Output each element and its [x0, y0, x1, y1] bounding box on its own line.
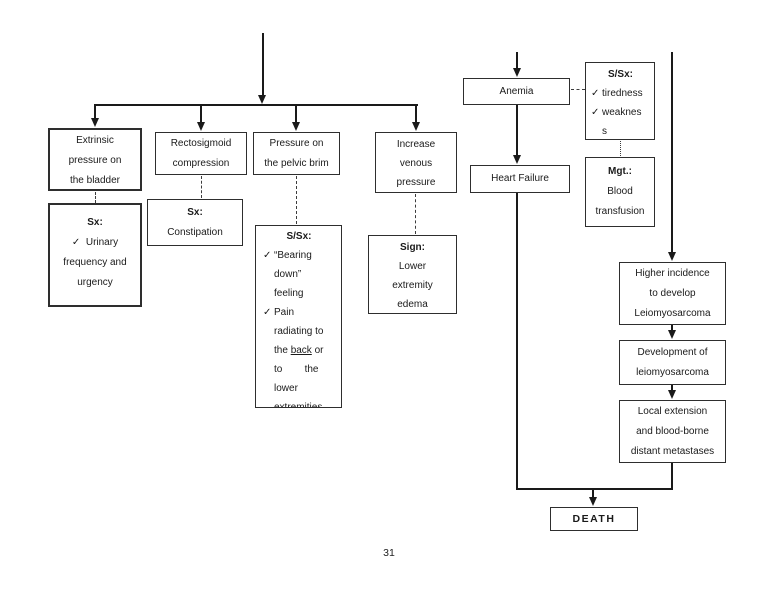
arrowhead-to-increase-venous — [411, 122, 420, 131]
line-to-extrinsic — [94, 104, 96, 118]
node-heart-failure: Heart Failure — [470, 165, 570, 193]
arrowhead-to-pelvic-brim — [291, 122, 300, 131]
sx-urinary-item: ✓ Urinary frequency and urgency — [63, 237, 127, 288]
pain-text-before: Pain radiating to the — [274, 307, 324, 356]
node-development-leiomyosarcoma: Development of leiomyosarcoma — [619, 340, 726, 385]
pain-text: Pain radiating to the back or to the low… — [274, 307, 324, 408]
sx-urinary-title: Sx: — [87, 217, 103, 228]
heart-failure-label: Heart Failure — [491, 173, 549, 184]
weakness-text: weaknes s — [602, 107, 642, 137]
check-icon: ✓ — [591, 107, 600, 118]
line-to-pelvic-brim — [295, 104, 297, 122]
line-to-increase-venous — [415, 104, 417, 122]
node-local-extension-metastases: Local extension and blood-borne distant … — [619, 400, 726, 463]
rectosigmoid-text: Rectosigmoid compression — [170, 138, 232, 169]
node-sx-urinary: Sx: ✓ Urinary frequency and urgency — [48, 203, 142, 307]
development-text: Development of leiomyosarcoma — [636, 347, 709, 378]
increase-venous-text: Increase venous pressure — [396, 139, 436, 188]
line-into-death — [592, 488, 594, 497]
ssx-pelvic-title: S/Sx: — [286, 231, 312, 242]
node-rectosigmoid-compression: Rectosigmoid compression — [155, 132, 247, 175]
node-death: DEATH — [550, 507, 638, 531]
arrowhead-to-local-extension — [667, 390, 676, 399]
ssx-pelvic-item-pain: ✓ Pain radiating to the back or to the l… — [262, 303, 336, 408]
node-sign-edema: Sign: Lower extremity edema — [368, 235, 457, 314]
ssx-anemia-item-weakness: ✓ weaknes s — [591, 103, 650, 141]
node-extrinsic-pressure-bladder: Extrinsic pressure on the bladder — [48, 128, 142, 191]
line-top-entry — [262, 33, 264, 95]
arrowhead-to-higher-incidence — [667, 252, 676, 261]
dash-pelvic-to-ssx — [295, 176, 297, 224]
dash-venous-to-sign — [414, 194, 416, 234]
arrowhead-to-rectosigmoid — [196, 122, 205, 131]
check-icon: ✓ — [591, 88, 600, 99]
check-icon: ✓ — [263, 250, 272, 261]
mgt-text: Blood transfusion — [595, 186, 645, 217]
node-pressure-pelvic-brim: Pressure on the pelvic brim — [253, 132, 340, 175]
arrowhead-to-development — [667, 330, 676, 339]
line-heart-failure-down — [516, 192, 518, 488]
sx-constipation-text: Constipation — [167, 227, 223, 238]
arrowhead-to-death — [588, 497, 597, 506]
extrinsic-text: Extrinsic pressure on the bladder — [68, 135, 122, 186]
mgt-title: Mgt.: — [608, 166, 632, 177]
arrowhead-to-heart-failure — [512, 155, 521, 164]
node-sx-constipation: Sx: Constipation — [147, 199, 243, 246]
node-ssx-anemia: S/Sx: ✓ tiredness ✓ weaknes s — [585, 62, 655, 140]
tiredness-text: tiredness — [602, 88, 643, 99]
node-higher-incidence: Higher incidence to develop Leiomyosarco… — [619, 262, 726, 325]
ssx-anemia-title: S/Sx: — [607, 69, 633, 80]
higher-incidence-text: Higher incidence to develop Leiomyosarco… — [634, 268, 711, 319]
ssx-anemia-item-tiredness: ✓ tiredness — [591, 84, 650, 103]
line-merge-to-death — [516, 488, 673, 490]
page-number: 31 — [383, 547, 395, 559]
death-label: DEATH — [572, 513, 616, 525]
line-higher-to-development — [671, 325, 673, 331]
bearing-down-text: “Bearing down” feeling — [274, 250, 312, 299]
sign-edema-text: Lower extremity edema — [392, 261, 433, 310]
line-distributor — [94, 104, 418, 106]
node-mgt-blood-transfusion: Mgt.: Blood transfusion — [585, 157, 655, 227]
dot-ssx-to-mgt — [619, 141, 621, 156]
dash-rectosigmoid-to-sx — [200, 176, 202, 198]
line-top-to-anemia — [516, 52, 518, 68]
sx-constipation-title: Sx: — [187, 207, 203, 218]
node-increase-venous-pressure: Increase venous pressure — [375, 132, 457, 193]
node-anemia: Anemia — [463, 78, 570, 105]
pain-text-back-underlined: back — [290, 345, 312, 356]
sign-edema-title: Sign: — [400, 242, 425, 253]
line-local-extension-down — [671, 463, 673, 489]
pain-text-after: or to the lower extremities — [274, 345, 324, 408]
line-right-entry — [671, 52, 673, 252]
ssx-pelvic-item-bearing-down: ✓ “Bearing down” feeling — [262, 246, 336, 303]
arrowhead-to-anemia — [512, 68, 521, 77]
check-icon: ✓ — [263, 307, 272, 318]
dash-extrinsic-to-sx — [94, 192, 96, 203]
arrowhead-top-entry — [258, 95, 266, 104]
line-to-rectosigmoid — [200, 104, 202, 122]
node-ssx-pelvic: S/Sx: ✓ “Bearing down” feeling ✓ Pain ra… — [255, 225, 342, 408]
line-anemia-to-heart-failure — [516, 105, 518, 155]
pressure-brim-text: Pressure on the pelvic brim — [264, 138, 329, 169]
dash-anemia-to-ssx — [571, 89, 585, 90]
local-extension-text: Local extension and blood-borne distant … — [630, 406, 715, 457]
anemia-label: Anemia — [499, 85, 534, 97]
line-development-to-local — [671, 385, 673, 391]
arrowhead-to-extrinsic — [90, 118, 99, 127]
